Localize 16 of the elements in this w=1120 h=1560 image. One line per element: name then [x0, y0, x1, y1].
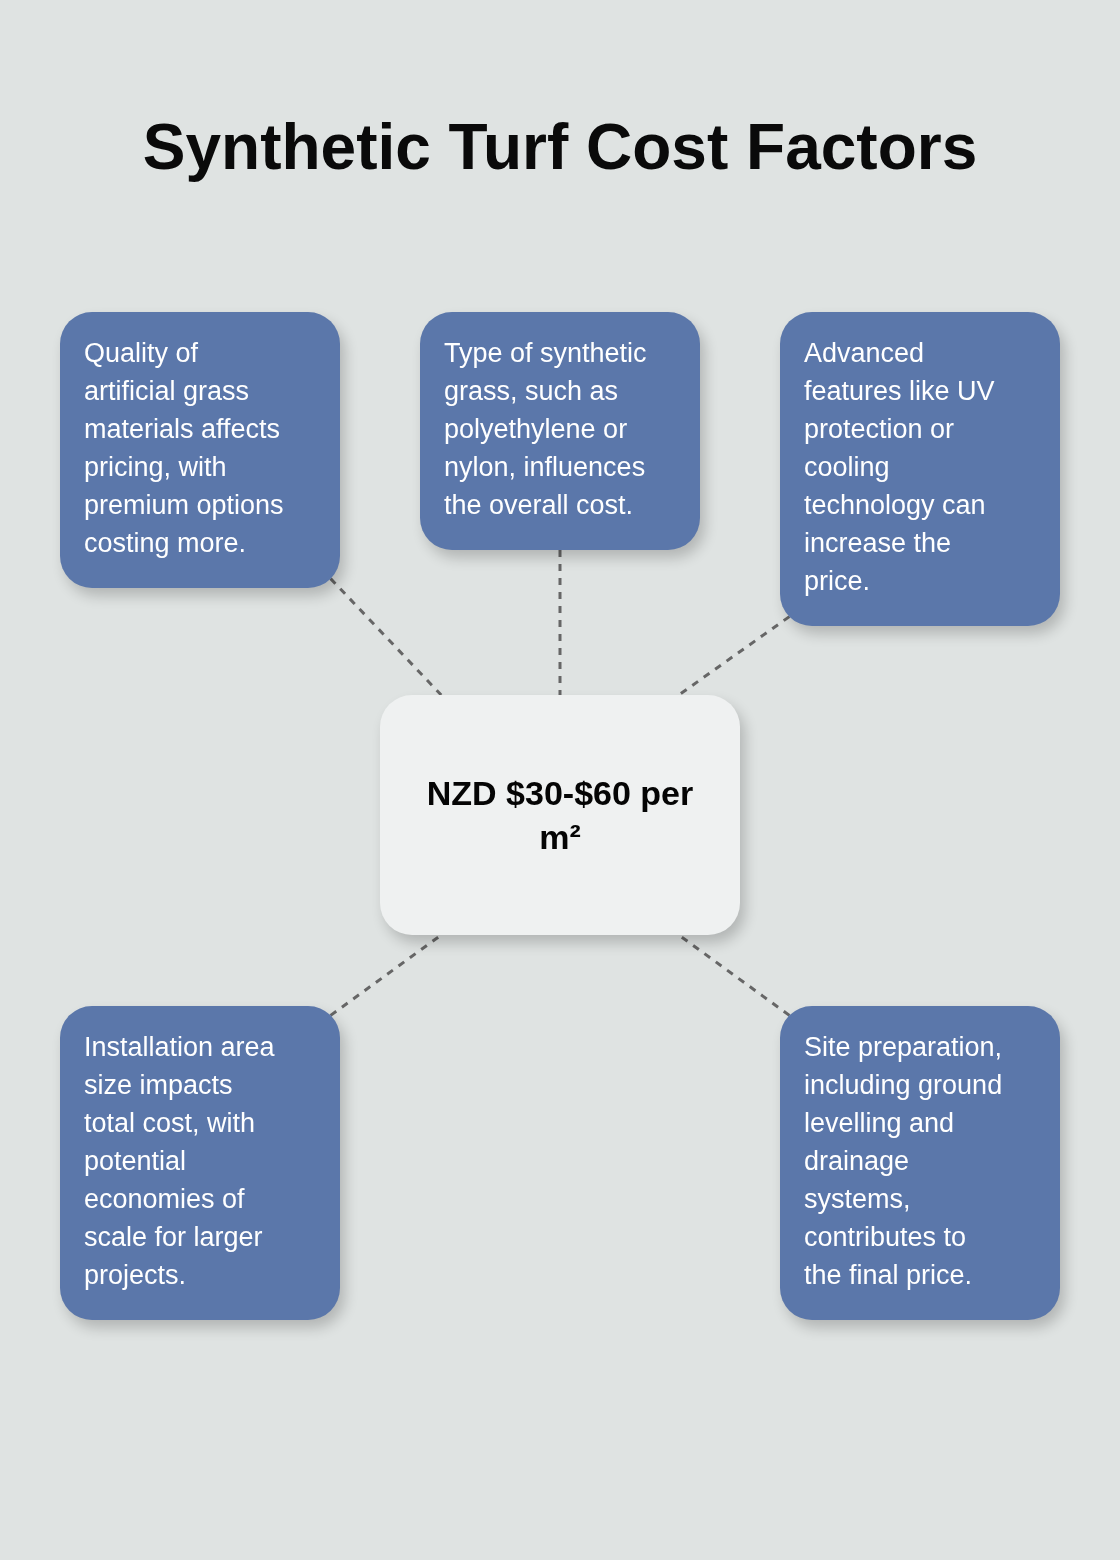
- factor-text: Installation area size impacts total cost, with potential economies of scale for larger projects.: [84, 1031, 276, 1292]
- price-card: [380, 695, 740, 935]
- factor-card: [780, 312, 1060, 626]
- factor-text: Advanced features like UV protection or cooling technology can increase the price.: [804, 337, 996, 598]
- diagram-title: Synthetic Turf Cost Factors: [142, 110, 978, 185]
- factor-card: [60, 312, 340, 588]
- factor-card: [780, 1006, 1060, 1320]
- price-text: NZD $30-$60 per m²: [425, 773, 695, 858]
- factor-text: Type of synthetic grass, such as polyethylene or nylon, influences the overall cost.: [444, 337, 648, 522]
- factor-card: [60, 1006, 340, 1320]
- dashed-connector: [329, 577, 443, 697]
- factor-card: [420, 312, 700, 550]
- dashed-connector: [677, 615, 791, 697]
- dashed-connector: [558, 550, 562, 695]
- factor-text: Quality of artificial grass materials affects pricing, with premium options costing more.: [84, 337, 285, 560]
- factor-text: Site preparation, including ground levelling and drainage systems, contributes to the final price.: [804, 1031, 1004, 1292]
